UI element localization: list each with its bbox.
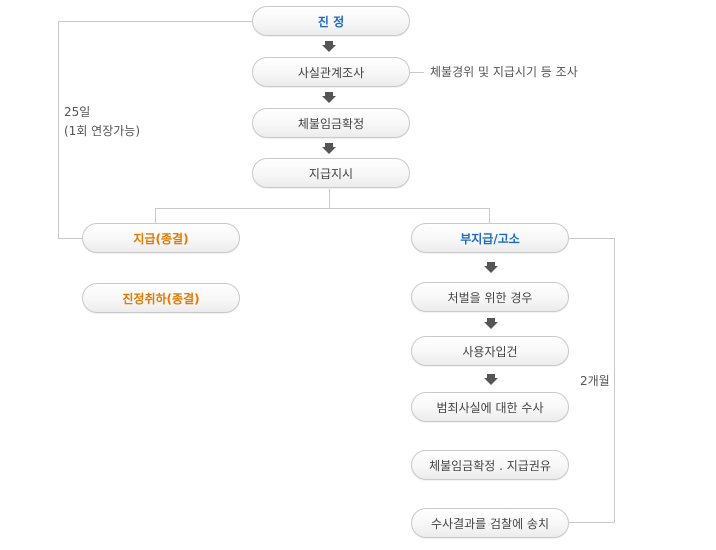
loop-line-top: [58, 21, 253, 22]
down-arrow-icon: [322, 41, 336, 52]
node-crime-investigation: 범죄사실에 대한 수사: [411, 392, 569, 422]
survey-note: 체불경위 및 지급시기 등 조사: [430, 65, 578, 79]
node-fact-survey: 사실관계조사: [252, 57, 410, 87]
node-paid-closed: 지급(종결): [82, 223, 240, 253]
node-wage-recommend: 체불임금확정 . 지급권유: [411, 450, 569, 480]
months-line-top: [569, 238, 615, 239]
split-line-left-drop: [155, 208, 156, 223]
days-note-line2: (1회 연장가능): [64, 124, 141, 138]
node-petition: 진 정: [252, 6, 410, 36]
split-line-horizontal: [155, 208, 490, 209]
node-punishment: 처벌을 위한 경우: [411, 282, 569, 312]
months-line-bottom: [569, 522, 615, 523]
split-line-stem: [329, 189, 330, 209]
down-arrow-icon: [484, 318, 498, 329]
node-withdraw-closed: 진정취하(종결): [82, 283, 240, 313]
loop-line-bottom: [58, 238, 83, 239]
node-employer-booked: 사용자입건: [411, 336, 569, 366]
months-line-right: [614, 238, 615, 523]
down-arrow-icon: [322, 92, 336, 103]
down-arrow-icon: [484, 262, 498, 273]
node-payment-order: 지급지시: [252, 158, 410, 188]
loop-line-left: [58, 21, 59, 239]
split-line-right-drop: [489, 208, 490, 223]
node-wage-confirm: 체불임금확정: [252, 108, 410, 138]
survey-note-line: [410, 72, 424, 73]
node-send-prosecution: 수사결과를 검찰에 송치: [411, 508, 569, 538]
months-note: 2개월: [580, 374, 610, 388]
down-arrow-icon: [484, 374, 498, 385]
down-arrow-icon: [322, 143, 336, 154]
node-nonpay-complaint: 부지급/고소: [411, 223, 569, 253]
days-note-line1: 25일: [64, 105, 91, 119]
